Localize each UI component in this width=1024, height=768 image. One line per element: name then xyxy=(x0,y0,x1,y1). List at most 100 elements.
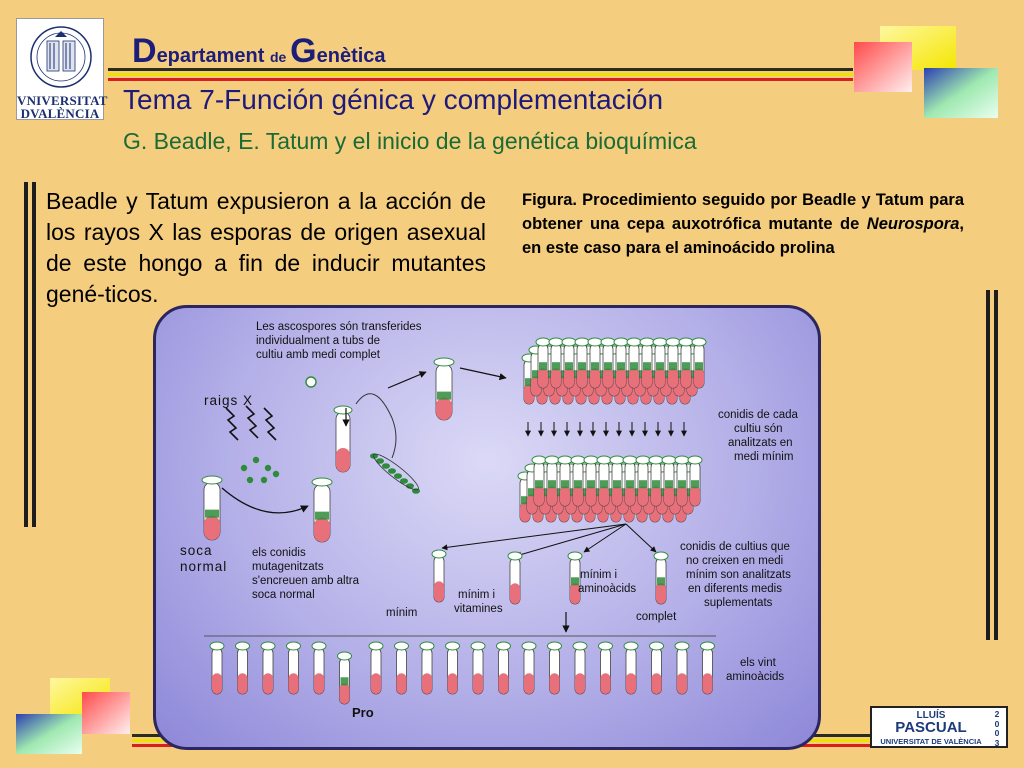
tube-cap xyxy=(570,455,586,465)
rack-bottom-r2-c4 xyxy=(583,455,599,507)
rack-top-r2-c10 xyxy=(665,337,681,389)
tube-growth xyxy=(558,370,566,379)
tube-cap xyxy=(622,455,638,465)
tube-growth xyxy=(541,488,549,497)
label-complet: complet xyxy=(636,611,677,623)
tube-cap xyxy=(639,337,655,347)
spore-dot-1 xyxy=(252,456,260,464)
tube-medium xyxy=(656,583,666,604)
right-vertical-rule-2 xyxy=(994,290,998,640)
tube-growth xyxy=(639,480,647,489)
tube-growth xyxy=(678,480,686,489)
tube-growth xyxy=(584,370,592,379)
dept-text-2: enètica xyxy=(316,45,386,67)
label-minim: mínim xyxy=(386,607,418,619)
tube-cap xyxy=(600,337,616,347)
logo-text-line1: VNIVERSITAT xyxy=(17,93,108,108)
tube-growth xyxy=(554,488,562,497)
tube-cap xyxy=(431,549,447,559)
rack-top-r2-c8 xyxy=(639,337,655,389)
tube-cap xyxy=(544,455,560,465)
tube-cap xyxy=(665,337,681,347)
tube-medium xyxy=(690,486,700,506)
tube-medium xyxy=(655,368,665,388)
label-vitamines-2: vitamines xyxy=(454,603,503,615)
label-ascospores-1: Les ascospores són transferides xyxy=(256,321,422,333)
rack-top-r2-c6 xyxy=(613,337,629,389)
label-aminoacids-2: aminoàcids xyxy=(578,583,637,595)
tube-cap xyxy=(311,477,333,487)
tube-growth xyxy=(574,480,582,489)
rack-top-r2-c3 xyxy=(574,337,590,389)
tube-cap xyxy=(235,641,250,651)
rack-top-r2-c1 xyxy=(548,337,564,389)
label-noc-4: en diferents medis xyxy=(688,583,782,595)
tube-medium xyxy=(570,583,580,604)
tube-growth xyxy=(567,488,575,497)
label-vint-2: aminoàcids xyxy=(726,671,785,683)
label-vitamines-1: mínim i xyxy=(458,589,496,601)
tube-medium xyxy=(626,673,636,694)
aminoacid-tube-19 xyxy=(700,641,715,695)
rack-bottom-r2-c10 xyxy=(661,455,677,507)
dept-text-de: de xyxy=(269,49,291,65)
arrow-to-rack xyxy=(459,367,507,381)
ascospore-4 xyxy=(394,473,402,479)
spore-cluster xyxy=(305,376,317,388)
rack-bottom-r2-c12 xyxy=(687,455,703,507)
left-vertical-rule-1 xyxy=(24,182,28,527)
aminoacid-tube-15 xyxy=(598,641,613,695)
dept-text-1: epartament xyxy=(156,45,270,67)
spore-dot-5 xyxy=(272,470,280,478)
label-ascospores-3: cultiu amb medi complet xyxy=(256,349,380,361)
tube-growth xyxy=(682,362,690,371)
label-conidis-cada-4: medi mínim xyxy=(734,451,794,463)
tube-medium xyxy=(573,486,583,506)
tube-medium xyxy=(599,486,609,506)
figure-drawings xyxy=(201,337,716,705)
spore-dot-0 xyxy=(240,464,248,472)
signature-surname: PASCUAL xyxy=(895,719,967,736)
tube-growth xyxy=(571,370,579,379)
tube-growth xyxy=(571,577,579,586)
tube-medium xyxy=(314,517,330,542)
tube-cap xyxy=(260,641,276,651)
aminoacid-tube-3 xyxy=(286,641,301,695)
aminoacid-tube-11 xyxy=(496,641,511,695)
aminoacid-tube-12 xyxy=(521,641,537,695)
tube-mutagenized xyxy=(311,477,333,543)
tube-growth xyxy=(656,362,664,371)
label-mutagen-4: soca normal xyxy=(252,589,315,601)
label-soca: soca xyxy=(180,543,213,558)
tube-cap xyxy=(557,455,573,465)
rack-bottom-r2-c7 xyxy=(622,455,638,507)
tube-medium xyxy=(534,486,544,506)
tube-medium xyxy=(524,673,534,694)
label-ascospores-2: individualment a tubs de xyxy=(256,335,381,347)
fan-arrow-0 xyxy=(441,523,627,551)
tube-cap xyxy=(572,641,588,651)
label-vint-1: els vint xyxy=(740,657,776,669)
aminoacid-tube-9 xyxy=(445,641,460,695)
department-title: Departament de Genètica xyxy=(132,32,386,71)
figure-caption: Figura. Procedimiento seguido por Beadle… xyxy=(522,188,964,260)
aminoacid-tube-17 xyxy=(649,641,664,695)
tube-medium xyxy=(677,486,687,506)
tube-growth xyxy=(604,362,612,371)
label-noc-2: no creixen en medi xyxy=(686,555,784,567)
tube-growth xyxy=(688,370,696,379)
spore-dot-4 xyxy=(260,476,268,484)
tube-cap xyxy=(561,337,577,347)
tube-growth xyxy=(671,488,679,497)
university-logo: VNIVERSITAT DVALÈNCIA xyxy=(16,18,108,121)
label-mutagen-1: els conidis xyxy=(252,547,306,559)
tube-cap xyxy=(286,641,301,651)
tube-medium xyxy=(590,368,600,388)
tube-growth xyxy=(532,370,540,379)
slide-title: Tema 7-Función génica y complementación xyxy=(123,84,664,115)
label-conidis-cada-2: cultiu són xyxy=(734,423,783,435)
tube-medium xyxy=(564,368,574,388)
tube-growth xyxy=(652,480,660,489)
tube-cap xyxy=(433,357,455,367)
tube-cap xyxy=(337,651,352,661)
